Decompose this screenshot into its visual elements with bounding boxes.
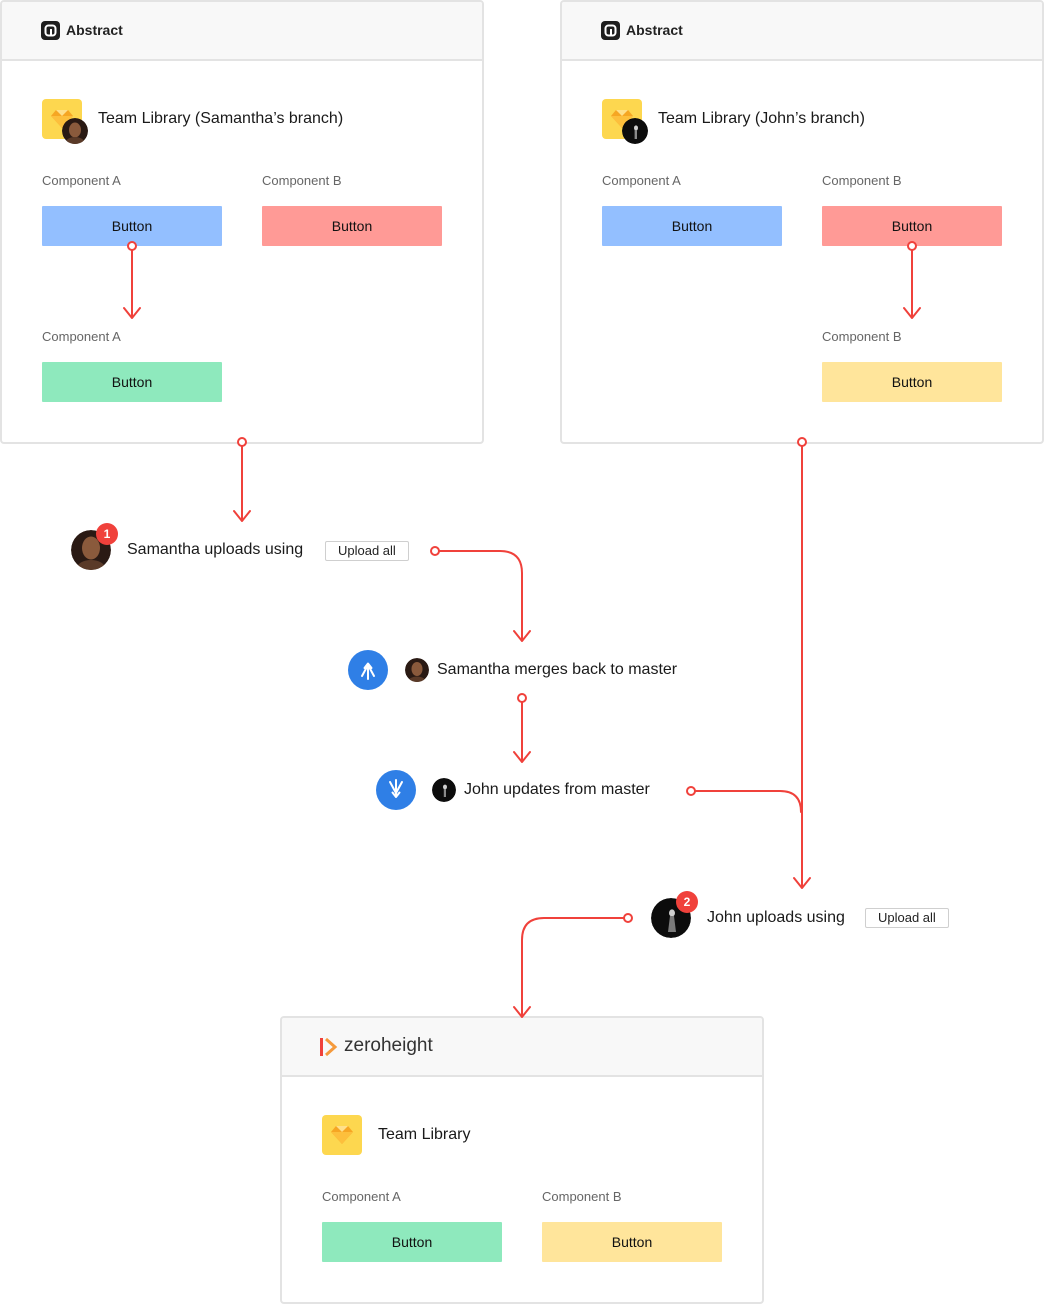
connector-dot: [686, 786, 696, 796]
merge-text: Samantha merges back to master: [437, 661, 678, 678]
component-b-updated-label: Component B: [822, 329, 902, 344]
component-b-button[interactable]: Button: [822, 206, 1002, 246]
connector-upload-to-merge: [438, 550, 531, 642]
card-header: zeroheight: [282, 1018, 762, 1077]
john-avatar: [432, 778, 456, 802]
upload-all-button[interactable]: Upload all: [865, 908, 949, 928]
component-b-button[interactable]: Button: [542, 1222, 722, 1262]
card-header: Abstract: [562, 2, 1042, 61]
abstract-brand-name: Abstract: [626, 22, 683, 38]
connector-dot: [623, 913, 633, 923]
component-b-button[interactable]: Button: [262, 206, 442, 246]
component-b-label: Component B: [542, 1189, 622, 1204]
connector-merge-to-update: [513, 701, 531, 763]
connector-dot: [517, 693, 527, 703]
git-merge-icon: [348, 650, 388, 690]
abstract-brand-name: Abstract: [66, 22, 123, 38]
zeroheight-brand-name: zeroheight: [344, 1035, 433, 1056]
card-header: Abstract: [2, 2, 482, 61]
upload-all-button[interactable]: Upload all: [325, 541, 409, 561]
samantha-avatar: [71, 530, 111, 570]
sketch-diamond-icon: [322, 1115, 362, 1155]
connector-dot: [430, 546, 440, 556]
connector-samantha-to-upload: [233, 445, 251, 522]
zeroheight-logo-icon: [320, 1037, 338, 1057]
step-1-badge: 1: [96, 523, 118, 545]
john-upload-text: John uploads using: [707, 909, 845, 926]
samantha-avatar: [62, 118, 88, 144]
component-a-label: Component A: [322, 1189, 401, 1204]
connector-upload-to-zeroheight: [513, 917, 625, 1018]
zeroheight-card: zeroheight Team Library Component A Comp…: [280, 1016, 764, 1304]
component-a-button[interactable]: Button: [42, 206, 222, 246]
library-title: Team Library: [378, 1126, 471, 1143]
component-a-updated-label: Component A: [42, 329, 121, 344]
git-update-icon: [376, 770, 416, 810]
abstract-logo-icon: [601, 21, 620, 40]
component-b-label: Component B: [262, 173, 342, 188]
component-a-button[interactable]: Button: [602, 206, 782, 246]
component-a-button[interactable]: Button: [322, 1222, 502, 1262]
component-b-label: Component B: [822, 173, 902, 188]
samantha-branch-card: Abstract Team Library (Samantha’s branch…: [0, 0, 484, 444]
library-title: Team Library (Samantha’s branch): [98, 110, 344, 127]
component-a-label: Component A: [602, 173, 681, 188]
john-branch-card: Abstract Team Library (John’s branch) Co…: [560, 0, 1044, 444]
connector-john-to-upload: [793, 445, 811, 889]
component-a-label: Component A: [42, 173, 121, 188]
update-text: John updates from master: [464, 781, 650, 798]
library-title: Team Library (John’s branch): [658, 110, 865, 127]
step-2-badge: 2: [676, 891, 698, 913]
john-avatar: [622, 118, 648, 144]
abstract-logo-icon: [41, 21, 60, 40]
samantha-avatar: [405, 658, 429, 682]
connector-update-to-john: [694, 790, 802, 813]
component-b-updated-button[interactable]: Button: [822, 362, 1002, 402]
samantha-upload-text: Samantha uploads using: [127, 541, 304, 558]
component-a-updated-button[interactable]: Button: [42, 362, 222, 402]
